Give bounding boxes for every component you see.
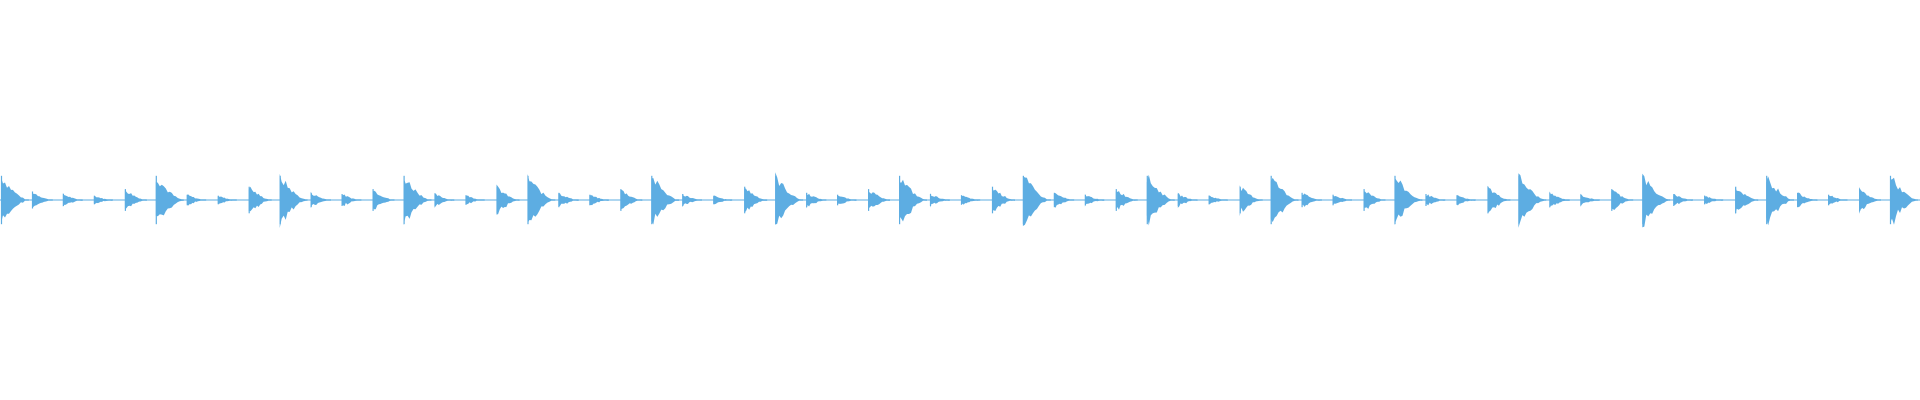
waveform-beat: [713, 195, 733, 205]
waveform-beat: [1735, 187, 1759, 215]
waveform-beat: [1890, 177, 1918, 225]
waveform-beat: [1053, 193, 1075, 208]
waveform-beat: [868, 191, 890, 208]
waveform-beat: [1580, 193, 1600, 207]
waveform-beat: [682, 193, 702, 208]
waveform-beat: [93, 196, 113, 204]
waveform-beat: [1611, 189, 1634, 210]
waveform-beat: [124, 189, 147, 209]
waveform-beat: [992, 187, 1015, 211]
waveform-beat: [1549, 191, 1570, 208]
waveform-beat: [775, 172, 804, 225]
waveform-beat: [899, 179, 927, 222]
waveform-beat: [1363, 191, 1386, 209]
waveform-beat: [341, 194, 362, 207]
waveform-beat: [372, 190, 395, 210]
waveform-beat: [465, 195, 485, 205]
waveform-beat: [1797, 192, 1818, 208]
waveform-beat: [558, 193, 579, 207]
waveform-beat: [1177, 192, 1198, 208]
waveform-beat: [651, 178, 680, 225]
waveform-beat: [527, 174, 556, 224]
waveform-beat: [248, 186, 272, 212]
waveform-beat: [1022, 176, 1051, 226]
waveform-beat: [1859, 187, 1881, 214]
waveform-beat: [1704, 195, 1724, 205]
waveform-beat: [1146, 174, 1175, 226]
waveform-beat: [1456, 195, 1476, 206]
waveform-beat: [1828, 195, 1848, 205]
waveform-beat: [62, 192, 83, 207]
waveform-beat: [1239, 185, 1263, 217]
waveform-beat: [1673, 194, 1693, 206]
waveform-beat: [1332, 194, 1352, 206]
waveform-beat: [279, 173, 308, 228]
waveform-beat: [837, 195, 857, 205]
waveform-beats: [0, 172, 1918, 228]
waveform-beat: [1766, 176, 1794, 226]
waveform-beat: [1394, 177, 1423, 225]
waveform-beat: [1301, 193, 1322, 207]
waveform-beat: [1084, 194, 1105, 207]
waveform-beat: [1425, 194, 1446, 206]
waveform-beat: [217, 196, 237, 204]
waveform-beat: [186, 194, 207, 206]
waveform-beat: [589, 195, 609, 206]
waveform-beat: [155, 181, 184, 217]
waveform-beat: [744, 188, 768, 212]
waveform-beat: [403, 177, 432, 225]
waveform-beat: [1115, 191, 1138, 210]
waveform-beat: [1518, 173, 1547, 228]
waveform-beat: [434, 192, 455, 208]
waveform-beat: [310, 191, 331, 208]
waveform-beat: [806, 192, 827, 209]
waveform-beat: [1, 177, 29, 224]
waveform-beat: [620, 189, 643, 211]
waveform-beat: [1487, 185, 1511, 214]
waveform-beat: [961, 195, 981, 205]
waveform-beat: [930, 193, 950, 208]
waveform-beat: [496, 184, 520, 215]
waveform-beat: [32, 191, 53, 209]
waveform-beat: [1270, 177, 1299, 223]
waveform-beat: [1208, 195, 1228, 205]
waveform-beat: [1642, 173, 1671, 228]
